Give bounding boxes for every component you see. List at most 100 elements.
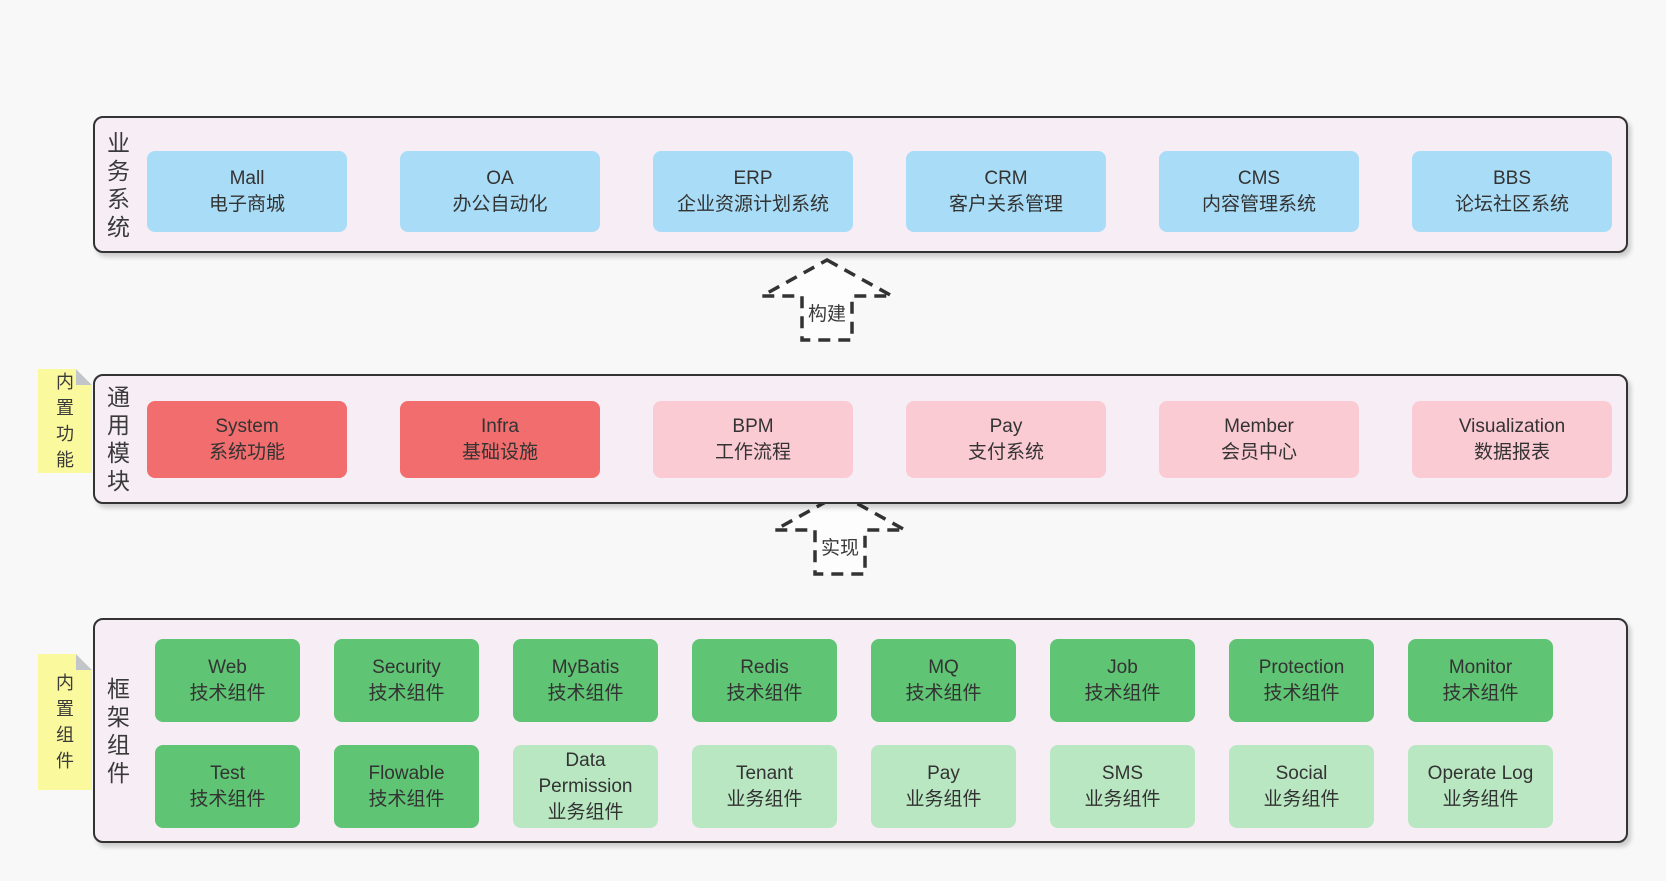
box-title: System <box>215 415 279 437</box>
box-pay: Pay 支付系统 <box>906 401 1106 478</box>
panel-label: 框架组件 <box>107 675 130 786</box>
box-subtitle: 技术组件 <box>189 788 266 810</box>
box-subtitle: 办公自动化 <box>452 193 548 215</box>
box-subtitle: 论坛社区系统 <box>1454 193 1569 215</box>
box-subtitle: 技术组件 <box>1442 682 1519 704</box>
arrow-label: 实现 <box>820 538 859 559</box>
box-title: Operate Log <box>1427 762 1534 784</box>
box-subtitle: 业务组件 <box>726 788 803 810</box>
box-crm: CRM 客户关系管理 <box>906 151 1106 232</box>
box-subtitle: 技术组件 <box>547 682 624 704</box>
box-subtitle: 技术组件 <box>905 682 982 704</box>
box-pay: Pay 业务组件 <box>871 745 1016 828</box>
box-title: Social <box>1275 762 1328 784</box>
box-subtitle: 内容管理系统 <box>1201 193 1316 215</box>
box-subtitle: 业务组件 <box>1263 788 1340 810</box>
sticky-note-built-in-features: 内置功能 <box>38 369 92 473</box>
panel-common-modules: 通用模块 System 系统功能 Infra 基础设施 BPM 工作流程 Pay 支付系统 Me… <box>93 374 1628 504</box>
box-subtitle: 技术组件 <box>1084 682 1161 704</box>
box-flowable: Flowable 技术组件 <box>334 745 479 828</box>
box-subtitle: 业务组件 <box>1084 788 1161 810</box>
box-title: Flowable <box>368 762 445 784</box>
box-title: Web <box>208 656 247 678</box>
box-oa: OA 办公自动化 <box>400 151 600 232</box>
box-title: BBS <box>1492 167 1532 189</box>
box-title: Tenant <box>735 762 794 784</box>
box-subtitle: 企业资源计划系统 <box>676 193 829 215</box>
box-visualization: Visualization 数据报表 <box>1412 401 1612 478</box>
box-mq: MQ 技术组件 <box>871 639 1016 722</box>
box-title: Data Permission <box>538 749 633 797</box>
box-title: Protection <box>1258 656 1345 678</box>
arrow-implement: 实现 <box>771 491 909 577</box>
box-member: Member 会员中心 <box>1159 401 1359 478</box>
box-title: OA <box>486 167 514 189</box>
sticky-note-label: 内置组件 <box>56 673 74 771</box>
box-system: System 系统功能 <box>147 401 347 478</box>
box-subtitle: 业务组件 <box>905 788 982 810</box>
box-title: MQ <box>928 656 959 678</box>
box-title: Infra <box>480 415 520 437</box>
box-subtitle: 基础设施 <box>461 441 538 463</box>
sticky-note-built-in-components: 内置组件 <box>38 654 92 790</box>
sticky-note-label: 内置功能 <box>56 372 74 470</box>
box-row: Mall 电子商城 OA 办公自动化 ERP 企业资源计划系统 CRM 客户关系管理 CMS 内容… <box>147 151 1612 232</box>
box-title: CRM <box>984 167 1028 189</box>
panel-label: 通用模块 <box>107 384 130 494</box>
panel-business-systems: 业务系统 Mall 电子商城 OA 办公自动化 ERP 企业资源计划系统 CRM 客户关系管理… <box>93 116 1628 253</box>
block-arrow-up-icon <box>771 491 909 576</box>
box-cms: CMS 内容管理系统 <box>1159 151 1359 232</box>
box-bbs: BBS 论坛社区系统 <box>1412 151 1612 232</box>
box-subtitle: 业务组件 <box>1442 788 1519 810</box>
block-arrow-up-icon <box>758 257 896 342</box>
box-subtitle: 业务组件 <box>547 801 624 823</box>
folded-corner-icon <box>76 369 92 385</box>
box-infra: Infra 基础设施 <box>400 401 600 478</box>
box-subtitle: 系统功能 <box>208 441 285 463</box>
box-title: ERP <box>733 167 773 189</box>
box-erp: ERP 企业资源计划系统 <box>653 151 853 232</box>
box-title: Redis <box>740 656 789 678</box>
box-tenant: Tenant 业务组件 <box>692 745 837 828</box>
box-subtitle: 技术组件 <box>368 682 445 704</box>
box-subtitle: 会员中心 <box>1220 441 1297 463</box>
box-subtitle: 电子商城 <box>208 193 285 215</box>
box-title: Test <box>210 762 245 784</box>
box-title: Security <box>372 656 441 678</box>
box-subtitle: 客户关系管理 <box>948 193 1063 215</box>
box-title: BPM <box>732 415 774 437</box>
box-row: System 系统功能 Infra 基础设施 BPM 工作流程 Pay 支付系统 Member 会… <box>147 401 1612 478</box>
box-title: MyBatis <box>551 656 620 678</box>
panel-label: 业务系统 <box>107 129 130 240</box>
box-title: Mall <box>229 167 265 189</box>
box-test: Test 技术组件 <box>155 745 300 828</box>
box-operate-log: Operate Log 业务组件 <box>1408 745 1553 828</box>
box-title: Pay <box>989 415 1023 437</box>
box-security: Security 技术组件 <box>334 639 479 722</box>
box-title: SMS <box>1101 762 1144 784</box>
box-subtitle: 技术组件 <box>726 682 803 704</box>
box-job: Job 技术组件 <box>1050 639 1195 722</box>
folded-corner-icon <box>76 654 92 670</box>
box-title: Visualization <box>1458 415 1566 437</box>
box-title: Job <box>1107 656 1138 678</box>
box-redis: Redis 技术组件 <box>692 639 837 722</box>
box-title: Member <box>1224 415 1294 437</box>
box-subtitle: 工作流程 <box>714 441 791 463</box>
box-protection: Protection 技术组件 <box>1229 639 1374 722</box>
box-mybatis: MyBatis 技术组件 <box>513 639 658 722</box>
box-subtitle: 支付系统 <box>967 441 1044 463</box>
box-social: Social 业务组件 <box>1229 745 1374 828</box>
box-subtitle: 技术组件 <box>368 788 445 810</box>
box-title: Pay <box>927 762 960 784</box>
box-subtitle: 数据报表 <box>1473 441 1550 463</box>
box-subtitle: 技术组件 <box>1263 682 1340 704</box>
box-title: CMS <box>1237 167 1281 189</box>
